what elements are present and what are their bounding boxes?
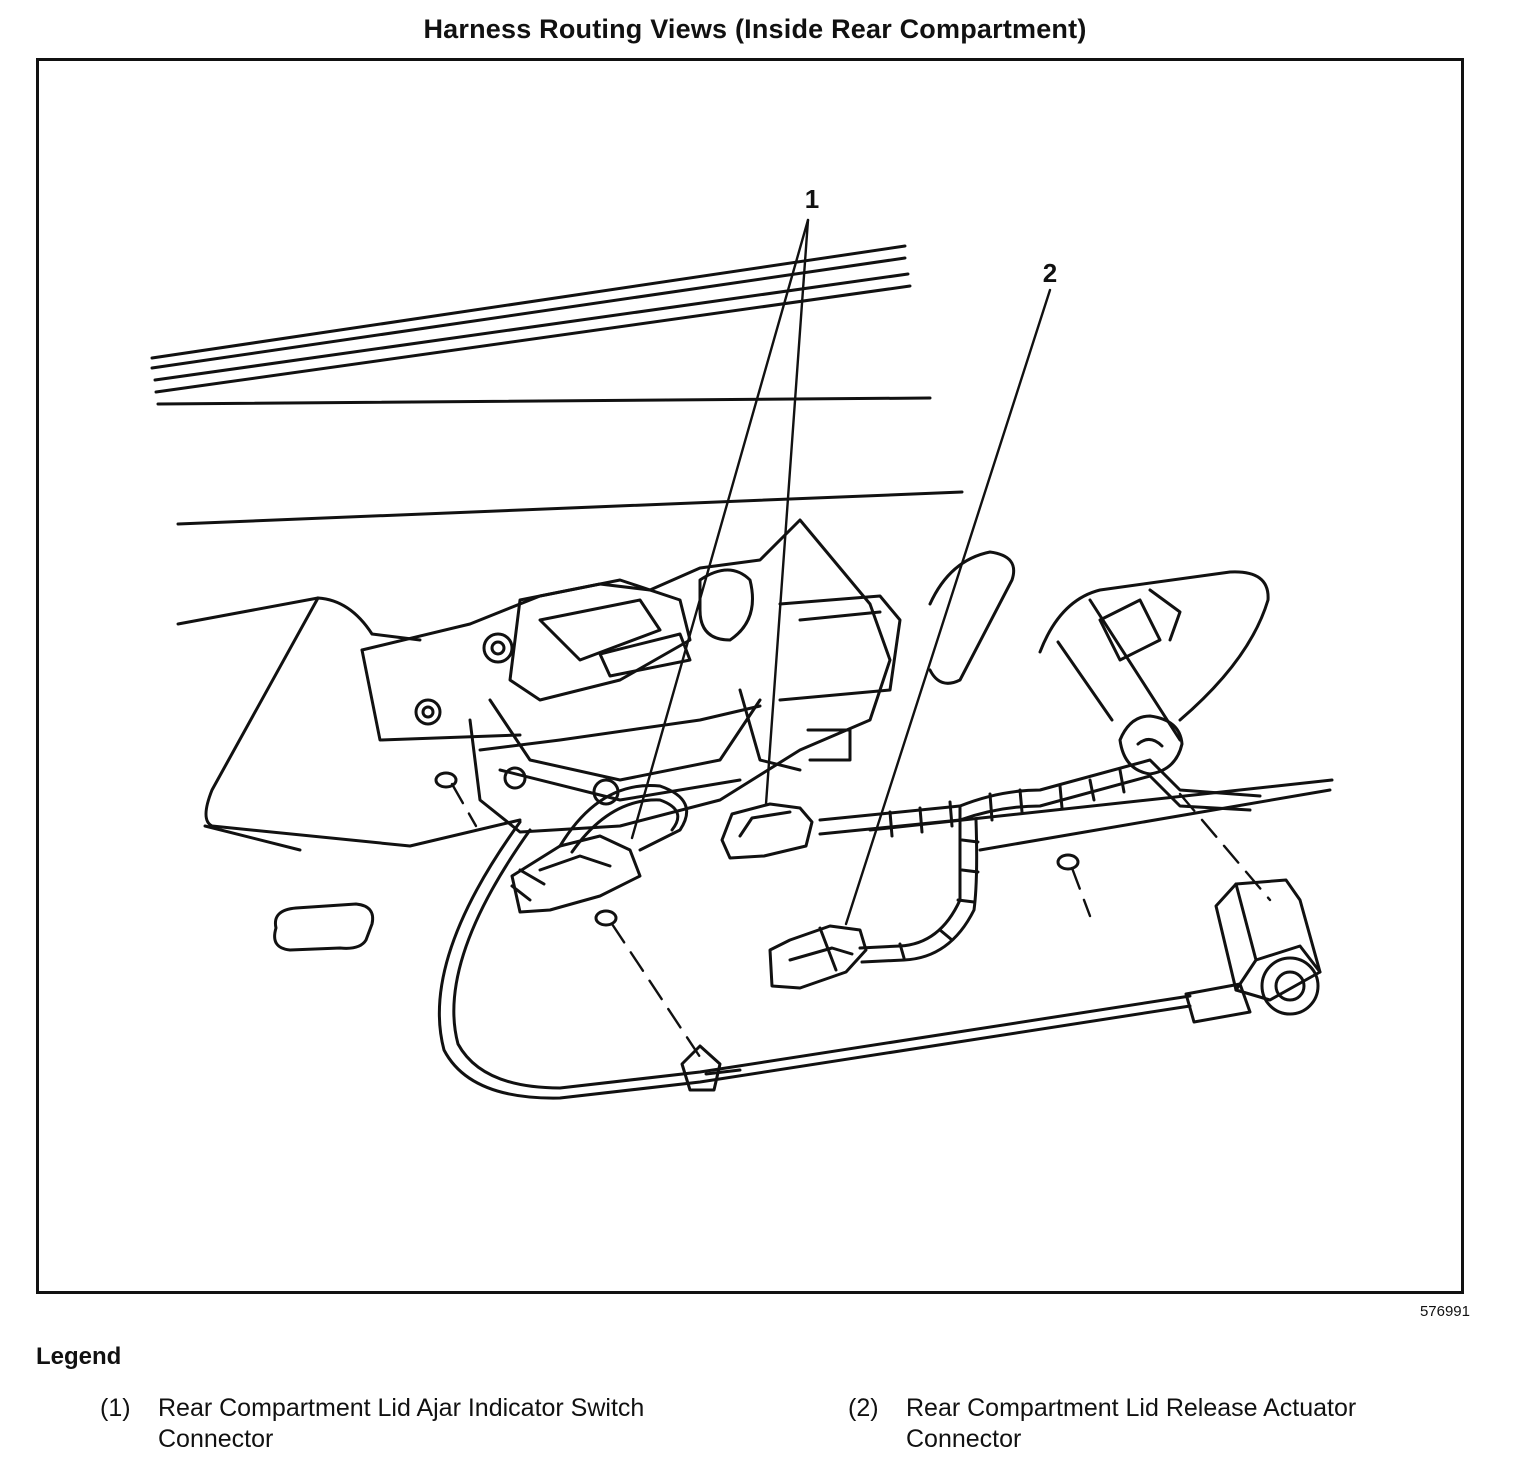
illustration-frame xyxy=(36,58,1464,1294)
legend-item-text: Rear Compartment Lid Ajar Indicator Swit… xyxy=(158,1394,645,1453)
upper-body-rails xyxy=(150,244,964,526)
wiring-harness xyxy=(510,758,1262,990)
callout-leaders xyxy=(630,218,1052,926)
leader-1a xyxy=(630,218,810,840)
leader-2 xyxy=(844,288,1052,926)
cable-end-fitting xyxy=(1184,982,1252,1024)
legend-item-text: Rear Compartment Lid Release Actuator Co… xyxy=(906,1394,1357,1453)
callout-1: 1 xyxy=(805,184,819,214)
figure-id: 576991 xyxy=(1419,1303,1470,1320)
release-cable xyxy=(437,820,1252,1100)
fastener-holes xyxy=(273,771,1080,952)
drain-plug xyxy=(273,902,375,952)
leader-1b xyxy=(764,218,810,806)
release-actuator xyxy=(1214,878,1322,1016)
ajar-switch-connector xyxy=(510,834,642,914)
callout-2: 2 xyxy=(1043,258,1057,288)
legend-item-number: (2) xyxy=(848,1394,879,1422)
diagram-title: Harness Routing Views (Inside Rear Compa… xyxy=(423,14,1087,44)
legend-heading: Legend xyxy=(36,1343,122,1370)
cable-clip xyxy=(680,1044,722,1092)
floor-edge-lower xyxy=(978,788,1332,852)
right-reinforcement xyxy=(928,550,1270,776)
actuator-connector xyxy=(768,924,868,990)
latch-mechanism xyxy=(360,518,902,834)
switch-connector-housing xyxy=(720,802,814,860)
lid-panel xyxy=(176,596,522,852)
legend-item-number: (1) xyxy=(100,1394,131,1422)
